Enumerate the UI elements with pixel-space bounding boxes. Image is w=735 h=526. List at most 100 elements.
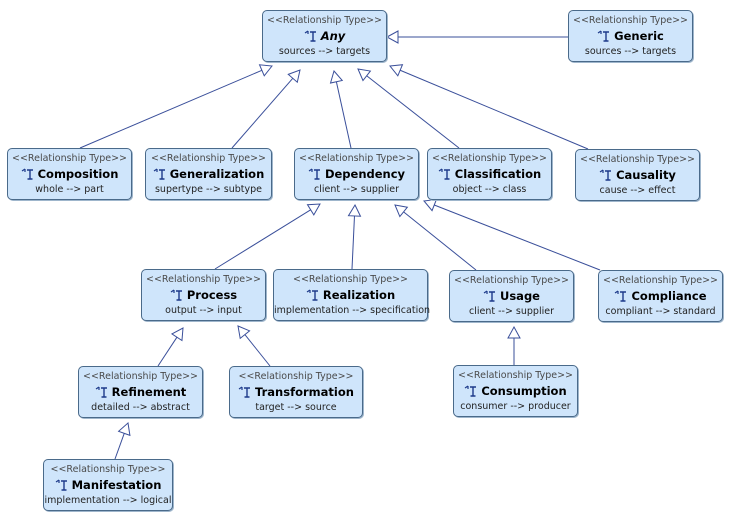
- node-transformation[interactable]: <<Relationship Type>> Transformation tar…: [229, 366, 363, 418]
- node-dependency-name: Dependency: [324, 167, 406, 181]
- node-refinement-stereotype: <<Relationship Type>>: [83, 371, 198, 382]
- node-any-ends: sources --> targets: [278, 46, 371, 57]
- node-generic-name: Generic: [614, 29, 664, 43]
- relationship-type-icon: [304, 30, 317, 42]
- node-generalization[interactable]: <<Relationship Type>> Generalization sup…: [145, 148, 272, 200]
- generalization-arrowhead: [287, 69, 301, 84]
- edge-manifestation-to-refinement: [114, 422, 131, 460]
- node-refinement[interactable]: <<Relationship Type>> Refinement detaile…: [78, 366, 203, 418]
- edge-line: [157, 336, 178, 367]
- relationship-type-icon: [614, 290, 627, 302]
- relationship-type-icon: [306, 289, 319, 301]
- generalization-arrowhead: [347, 203, 362, 217]
- edge-generic-to-any: [385, 30, 568, 44]
- node-composition-name: Composition: [37, 167, 119, 181]
- node-generic-stereotype: <<Relationship Type>>: [573, 15, 688, 26]
- node-compliance-stereotype: <<Relationship Type>>: [603, 275, 718, 286]
- edge-compliance-to-dependency: [423, 198, 601, 271]
- node-generic-ends: sources --> targets: [584, 46, 677, 57]
- node-transformation-stereotype: <<Relationship Type>>: [238, 371, 354, 382]
- node-compliance-name: Compliance: [631, 289, 707, 303]
- node-causality-stereotype: <<Relationship Type>>: [580, 154, 695, 165]
- node-consumption-name: Consumption: [481, 384, 567, 398]
- edge-line: [214, 209, 311, 270]
- node-generic[interactable]: <<Relationship Type>> Generic sources --…: [568, 10, 693, 62]
- node-transformation-name: Transformation: [255, 385, 354, 399]
- relationship-type-icon: [483, 290, 496, 302]
- edge-line: [79, 69, 263, 149]
- relationship-type-icon: [597, 30, 610, 42]
- node-manifestation-stereotype: <<Relationship Type>>: [50, 464, 166, 475]
- node-classification-ends: object --> class: [452, 184, 527, 195]
- node-generalization-name: Generalization: [169, 167, 265, 181]
- node-dependency[interactable]: <<Relationship Type>> Dependency client …: [294, 148, 419, 200]
- node-manifestation-name: Manifestation: [71, 478, 162, 492]
- node-process[interactable]: <<Relationship Type>> Process output -->…: [141, 269, 266, 321]
- edge-realization-to-dependency: [347, 203, 362, 270]
- node-classification-stereotype: <<Relationship Type>>: [432, 153, 547, 164]
- edge-line: [366, 75, 460, 149]
- node-manifestation-ends: implementation --> logical: [44, 495, 172, 506]
- generalization-arrowhead: [389, 64, 404, 77]
- relationship-type-icon: [238, 386, 251, 398]
- generalization-arrowhead: [423, 198, 438, 212]
- edge-line: [231, 77, 294, 149]
- node-compliance[interactable]: <<Relationship Type>> Compliance complia…: [598, 270, 723, 322]
- node-realization[interactable]: <<Relationship Type>> Realization implem…: [273, 269, 430, 321]
- node-classification-name: Classification: [454, 167, 542, 181]
- edge-line: [399, 69, 589, 150]
- generalization-arrowhead: [306, 203, 321, 216]
- node-usage-ends: client --> supplier: [468, 306, 554, 317]
- generalization-arrowhead: [507, 325, 521, 339]
- relationship-type-icon: [153, 168, 166, 180]
- node-manifestation[interactable]: <<Relationship Type>> Manifestation impl…: [43, 459, 173, 511]
- node-usage-stereotype: <<Relationship Type>>: [454, 275, 569, 286]
- generalization-arrowhead: [170, 327, 184, 342]
- edge-consumption-to-usage: [507, 325, 521, 365]
- node-causality-name: Causality: [616, 168, 676, 182]
- node-usage[interactable]: <<Relationship Type>> Usage client --> s…: [449, 270, 574, 322]
- node-generalization-stereotype: <<Relationship Type>>: [151, 153, 266, 164]
- node-any[interactable]: <<Relationship Type>> Any sources --> ta…: [262, 10, 387, 62]
- edge-line: [351, 215, 355, 270]
- node-consumption-ends: consumer --> producer: [460, 401, 571, 412]
- node-realization-stereotype: <<Relationship Type>>: [293, 274, 408, 285]
- generalization-arrowhead: [258, 64, 273, 77]
- relationship-type-icon: [95, 386, 108, 398]
- edge-causality-to-any: [389, 64, 589, 150]
- relationship-type-icon: [55, 479, 68, 491]
- node-generalization-ends: supertype --> subtype: [154, 184, 263, 195]
- generalization-arrowhead: [385, 30, 399, 44]
- edge-generalization-to-any: [231, 69, 301, 149]
- relationship-type-icon: [308, 168, 321, 180]
- node-composition-ends: whole --> part: [35, 184, 104, 195]
- edge-line: [434, 204, 601, 271]
- node-causality-ends: cause --> effect: [599, 185, 676, 196]
- edge-line: [403, 211, 477, 271]
- relationship-type-icon: [21, 168, 34, 180]
- node-any-name: Any: [320, 29, 346, 43]
- edge-usage-to-dependency: [394, 204, 477, 271]
- node-any-stereotype: <<Relationship Type>>: [267, 15, 382, 26]
- generalization-arrowhead: [237, 325, 251, 340]
- node-composition-stereotype: <<Relationship Type>>: [12, 153, 127, 164]
- relationship-type-icon: [464, 385, 477, 397]
- node-process-ends: output --> input: [165, 305, 242, 316]
- edge-line: [335, 81, 352, 149]
- edge-dependency-to-any: [329, 69, 352, 149]
- node-transformation-ends: target --> source: [255, 402, 337, 413]
- node-dependency-stereotype: <<Relationship Type>>: [299, 153, 414, 164]
- node-classification[interactable]: <<Relationship Type>> Classification obj…: [427, 148, 552, 200]
- node-causality[interactable]: <<Relationship Type>> Causality cause --…: [575, 149, 700, 201]
- node-dependency-ends: client --> supplier: [313, 184, 399, 195]
- node-composition[interactable]: <<Relationship Type>> Composition whole …: [7, 148, 132, 200]
- generalization-arrowhead: [394, 204, 409, 218]
- edge-classification-to-any: [357, 68, 460, 149]
- edge-transformation-to-process: [237, 325, 271, 367]
- generalization-arrowhead: [329, 69, 344, 84]
- node-consumption[interactable]: <<Relationship Type>> Consumption consum…: [453, 365, 578, 417]
- edge-line: [244, 334, 271, 367]
- edge-refinement-to-process: [157, 327, 184, 367]
